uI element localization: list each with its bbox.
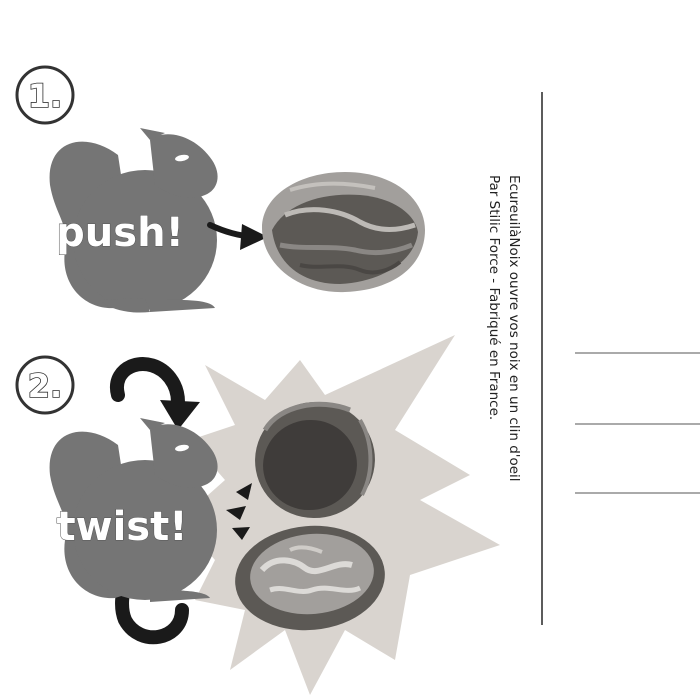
push-label: push! <box>56 210 184 256</box>
twist-arrow-top-icon <box>110 357 200 430</box>
crack-spark-icon <box>226 483 252 540</box>
walnut-whole-icon <box>262 172 425 293</box>
step-2-number: 2. <box>28 367 62 405</box>
squirrel-icon <box>49 418 218 602</box>
step-1-badge: 1. <box>15 65 75 125</box>
push-arrow-icon <box>207 222 268 250</box>
caption-block: EcureuilàNoix ouvre vos noix en un clin … <box>486 175 522 482</box>
caption-line-2: Par Stilic Force - Fabriqué en France. <box>486 175 502 420</box>
crack-burst-shape <box>180 335 500 695</box>
twist-label: twist! <box>57 504 188 550</box>
walnut-shell-half-icon <box>255 401 375 519</box>
step-2-badge: 2. <box>15 355 75 415</box>
step-1-number: 1. <box>28 77 62 115</box>
step-2: 2. twist! <box>15 335 500 695</box>
step-1: 1. push! <box>15 65 425 313</box>
squirrel-icon <box>49 128 218 313</box>
walnut-kernel-icon <box>235 525 385 631</box>
caption-line-1: EcureuilàNoix ouvre vos noix en un clin … <box>506 175 522 482</box>
